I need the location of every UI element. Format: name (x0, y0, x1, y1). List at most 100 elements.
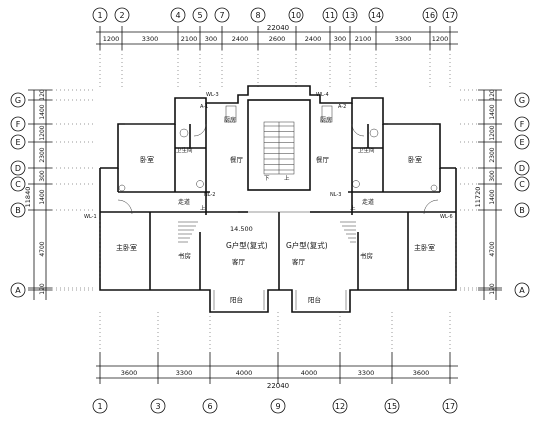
bedroom-left-label: 卧室 (140, 155, 154, 164)
top-dim-2: 2100 (181, 35, 198, 43)
right-basin-icon (352, 180, 360, 188)
top-axis-bubble-9 (368, 7, 384, 23)
bottom-axis-bubble-2 (202, 398, 218, 414)
master-bedroom-left-label: 主卧室 (116, 243, 137, 252)
right-kitchen-door-icon (351, 123, 365, 137)
right-axis-label-1: F (520, 120, 525, 129)
left-axis-bubble-6 (10, 282, 26, 298)
right-axis-label-4: C (519, 180, 525, 189)
top-axis-bubble-10 (422, 7, 438, 23)
right-dim-0: 120 (489, 89, 496, 101)
top-axis-bubble-0 (92, 7, 108, 23)
left-total-dimension: 11840 (24, 187, 32, 208)
left-axis-label-4: C (15, 180, 21, 189)
top-total-dimension: 22040 (267, 24, 289, 32)
right-axis-bubble-5 (514, 202, 530, 218)
top-dim-3: 300 (205, 35, 217, 43)
kitchen-left-label: 厨房 (224, 116, 236, 124)
top-dim-5: 2600 (269, 35, 286, 43)
living-right-label: 客厅 (292, 257, 306, 266)
bottom-dim-5: 3600 (413, 369, 430, 377)
top-axis-label-3: 5 (197, 11, 202, 20)
right-axis-bubble-6 (514, 282, 530, 298)
bedroom-right-label: 卧室 (408, 155, 422, 164)
bath-left-label: 卫生间 (176, 146, 193, 154)
top-axis-bubble-6 (288, 7, 304, 23)
tag-al1: A-1 (200, 104, 208, 110)
left-axis-label-3: D (15, 164, 21, 173)
left-dim-6: 4700 (39, 241, 46, 256)
kitchen-right-label: 厨房 (320, 116, 332, 124)
top-axis-label-7: 11 (325, 11, 335, 20)
left-axis-label-6: A (15, 286, 21, 295)
bottom-axis-label-2: 6 (207, 402, 212, 411)
tag-al2: A-2 (338, 104, 346, 110)
bottom-axis-label-5: 15 (387, 402, 397, 411)
top-axis-label-4: 7 (219, 11, 224, 20)
top-axis-bubble-5 (250, 7, 266, 23)
top-dim-6: 2400 (305, 35, 322, 43)
bottom-dim-2: 4000 (236, 369, 253, 377)
fixtures (117, 105, 439, 215)
stair-up-right-label: 上 (350, 204, 356, 212)
right-dim-3: 2300 (489, 147, 496, 162)
tag-wl6: WL-6 (440, 214, 453, 220)
left-dim-0: 120 (39, 89, 46, 101)
left-axis-label-1: F (16, 120, 21, 129)
left-door-swing-icon (117, 199, 133, 215)
study-left-label: 书房 (178, 251, 191, 260)
right-total-dimension: 11720 (474, 187, 482, 208)
left-dim-1: 1400 (39, 104, 46, 119)
left-axis-label-2: E (15, 138, 20, 147)
right-axis-label-0: G (519, 96, 525, 105)
left-dim-3: 2300 (39, 147, 46, 162)
dining-left-label: 餐厅 (230, 155, 244, 164)
right-axis-bubble-4 (514, 176, 530, 192)
right-kitchen-counter (321, 105, 333, 123)
left-axis-label-0: G (15, 96, 21, 105)
top-axis-bubble-8 (342, 7, 358, 23)
left-axis-bubble-2 (10, 134, 26, 150)
left-axis-bubble-5 (10, 202, 26, 218)
stair-up-left-label: 上 (200, 204, 206, 212)
left-toilet-icon (179, 128, 189, 138)
right-door-swing-icon (423, 199, 439, 215)
top-axis-bubble-2 (170, 7, 186, 23)
top-axis-bubble-1 (114, 7, 130, 23)
top-axis-bubble-11 (442, 7, 458, 23)
top-axis-label-9: 14 (371, 11, 381, 20)
bottom-axis-bubble-5 (384, 398, 400, 414)
tag-wl3: WL-3 (206, 92, 219, 98)
left-kitchen-door-icon (193, 123, 207, 137)
tag-nl3: NL-3 (330, 192, 341, 198)
living-left-label: 客厅 (232, 257, 246, 266)
top-axis-bubble-4 (214, 7, 230, 23)
right-axis-label-3: D (519, 164, 525, 173)
right-dim-1: 1400 (489, 104, 496, 119)
bottom-dim-4: 3300 (358, 369, 375, 377)
bottom-axis-bubble-4 (332, 398, 348, 414)
top-axis-label-10: 16 (425, 11, 435, 20)
right-axis-bubble-0 (514, 92, 530, 108)
top-dim-4: 2400 (232, 35, 249, 43)
pipe-tags: WL-3 WL-4 A-1 A-2 WL-1 WL-6 NL-2 NL-3 (84, 92, 453, 220)
top-axis-label-6: 10 (291, 11, 301, 20)
left-kitchen-counter (225, 105, 237, 123)
bottom-dim-1: 3300 (176, 369, 193, 377)
bottom-axis-label-3: 9 (275, 402, 280, 411)
right-toilet-icon (369, 128, 379, 138)
bottom-axis-label-4: 12 (335, 402, 345, 411)
bottom-axis-label-6: 17 (445, 402, 455, 411)
bottom-total-dimension: 22040 (267, 382, 289, 390)
left-axis-bubble-4 (10, 176, 26, 192)
top-dim-8: 2100 (355, 35, 372, 43)
top-dim-1: 3300 (142, 35, 159, 43)
right-dim-6: 4700 (489, 241, 496, 256)
bottom-axis-label-1: 3 (155, 402, 160, 411)
unit-type-right-label: G户型(复式) (286, 240, 328, 250)
bottom-axis-bubble-6 (442, 398, 458, 414)
